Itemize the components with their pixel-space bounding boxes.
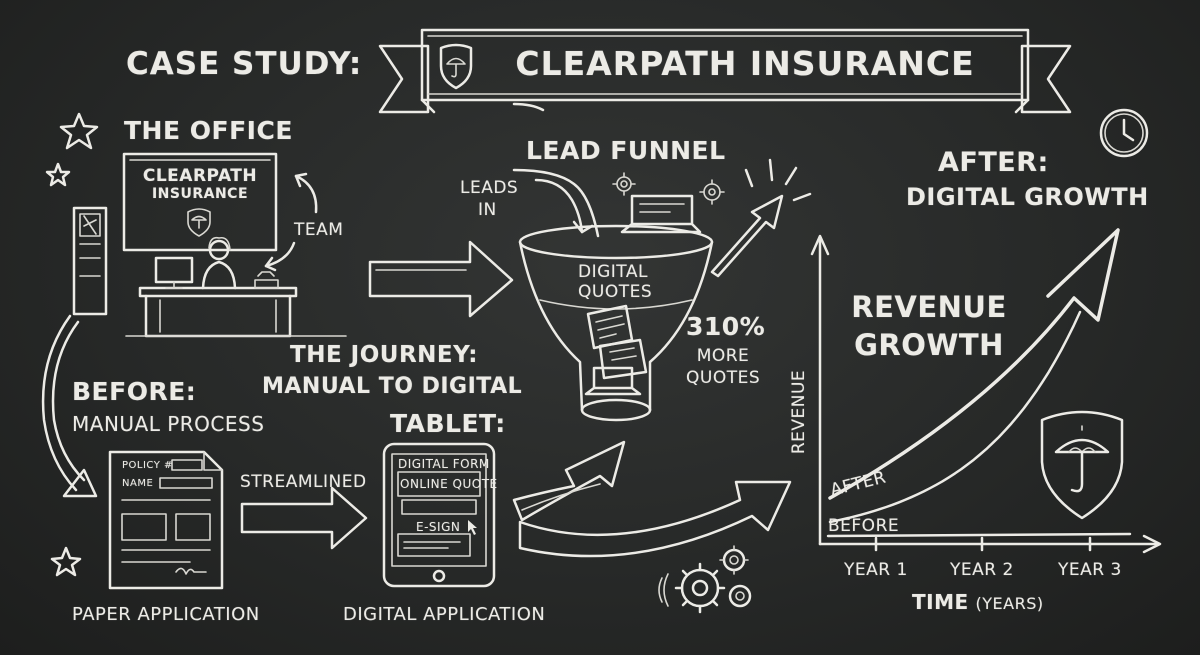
lead-funnel [512,102,725,422]
office-to-funnel-arrow [368,240,514,318]
x-axis-label-unit: (YEARS) [975,594,1044,613]
x-tick-label: YEAR 3 [1058,560,1122,580]
office-sign-line1: CLEARPATH [142,166,258,186]
tablet-field-online-quote: ONLINE QUOTE [400,477,498,491]
after-growth-arrowhead [828,228,1120,500]
x-axis-label: TIME (YEARS) [912,590,1044,614]
form-policy-label: POLICY # [122,460,173,471]
quote-stat-line2: QUOTES [686,368,761,388]
star-doodle-icon [59,112,99,150]
journey-title: THE JOURNEY: [290,342,478,368]
y-axis-label: REVENUE [789,369,809,455]
before-series-label: BEFORE [828,516,900,536]
umbrella-shield-icon [439,43,473,90]
star-doodle-icon [45,162,71,187]
funnel-inner-line1: DIGITAL [578,262,648,282]
chart-title-line1: REVENUE [851,290,1007,324]
digital-application-caption: DIGITAL APPLICATION [343,604,546,625]
title-banner [378,28,1072,114]
after-series-line [828,310,1082,524]
clock-icon [1099,108,1149,158]
leads-in-label-line2: IN [478,200,497,220]
x-tick-label: YEAR 2 [950,560,1014,580]
before-title: BEFORE: [72,377,197,406]
tablet-title: TABLET: [390,409,506,438]
curved-down-arrow [41,314,98,498]
tablet-sketch [382,442,496,588]
x-axis-label-main: TIME [912,590,969,614]
quote-increase-stat: 310% [686,312,766,341]
x-tick-label: YEAR 1 [844,560,908,580]
office-sign-line2: INSURANCE [151,186,249,202]
tablet-field-digital-form: DIGITAL FORM [398,457,490,471]
umbrella-shield-icon [1040,410,1124,520]
lead-funnel-title: LEAD FUNNEL [526,136,726,165]
star-doodle-icon [50,546,82,577]
leads-in-label-line1: LEADS [460,178,519,198]
funnel-inner-line2: QUOTES [578,282,653,302]
after-subtitle: DIGITAL GROWTH [906,183,1149,211]
paper-application-caption: PAPER APPLICATION [72,604,260,625]
streamlined-label: STREAMLINED [240,472,367,492]
gears-icon [658,545,752,614]
team-label: TEAM [294,220,344,240]
before-subtitle: MANUAL PROCESS [72,412,265,436]
growth-spark-arrow [710,158,812,278]
revenue-growth-chart [810,228,1162,554]
chart-title-line2: GROWTH [854,328,1004,362]
tablet-to-funnel-arrow [512,440,626,522]
banner-title: CLEARPATH INSURANCE [515,44,975,83]
quote-stat-line1: MORE [696,346,750,366]
form-name-label: NAME [122,478,154,489]
case-study-label: CASE STUDY: [126,46,363,82]
paper-application-sketch [108,450,224,590]
journey-subtitle: MANUAL TO DIGITAL [262,374,523,399]
after-title: AFTER: [938,147,1049,178]
before-series-line [826,532,1132,538]
streamlined-arrow [240,486,368,550]
tablet-field-e-sign: E-SIGN [416,520,461,534]
tablet-to-chart-arrow [518,480,792,558]
office-title: THE OFFICE [124,116,293,145]
office-sketch [72,152,347,338]
